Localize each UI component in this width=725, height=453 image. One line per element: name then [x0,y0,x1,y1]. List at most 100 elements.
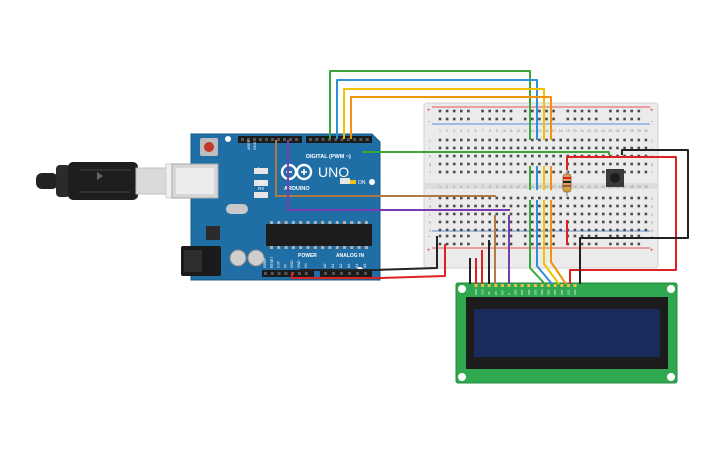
breadboard-column-label: 8 [489,129,491,133]
rail-hole [623,117,626,121]
header-pin [359,138,363,141]
breadboard-hole [452,220,456,224]
rail-hole [552,234,555,238]
breadboard-hole [538,212,541,216]
breadboard-hole [573,204,577,208]
breadboard-hole [630,138,633,142]
chip-leg [313,246,317,249]
breadboard-row-label: b [651,220,654,225]
lcd-pin-label: RS [494,291,498,295]
breadboard-hole [623,162,626,166]
breadboard-column-label: 20 [573,185,577,189]
breadboard-hole [445,212,449,216]
breadboard-hole [616,196,619,200]
breadboard-column-label: 12 [516,129,520,133]
breadboard-hole [495,170,499,174]
breadboard-hole [460,220,463,224]
breadboard-row-label: e [429,196,432,201]
board-model-text: UNO [318,164,349,180]
breadboard-hole [523,196,527,200]
breadboard-hole [587,212,591,216]
breadboard-hole [438,228,442,232]
pushbutton [606,169,624,187]
breadboard-hole [545,170,548,174]
rail-hole [445,117,449,121]
rail-hole [538,109,541,113]
lcd-pin [533,284,537,287]
rail-hole [467,117,470,121]
header-pin [332,272,335,275]
breadboard-hole [531,138,534,142]
breadboard-hole [509,154,513,158]
lcd-pin-label: GND [474,289,478,295]
power-pin-label: 3.3V [277,260,281,268]
breadboard-hole [495,212,499,216]
breadboard-column-label: 26 [616,129,620,133]
breadboard-hole [552,204,555,208]
lcd-pin-label: DB5 [547,289,551,295]
breadboard-row-label: j [429,138,431,143]
lcd-pin-label: LED [573,290,577,295]
breadboard-hole [538,196,541,200]
resistor [562,170,572,196]
header-pin [271,138,274,141]
breadboard-hole [474,212,477,216]
breadboard-hole [573,196,577,200]
rail-hole [467,234,470,238]
rail-hole [438,117,442,121]
header-pin [265,138,268,141]
breadboard-hole [445,154,449,158]
wire-blue-lcd [536,200,553,285]
breadboard-hole [644,146,648,150]
chip-leg [291,246,295,249]
lcd-pin-label: DB0 [514,289,518,295]
breadboard-hole [467,220,470,224]
breadboard-hole [594,196,598,200]
breadboard-hole [523,212,527,216]
breadboard-hole [538,162,541,166]
lcd-pin [566,284,570,287]
breadboard-hole [460,196,463,200]
power-header [262,270,314,277]
breadboard-hole [602,196,605,200]
breadboard-hole [495,162,499,166]
rail-hole [552,242,555,246]
rail-hole [481,117,484,121]
breadboard-hole [545,162,548,166]
breadboard-hole [644,162,648,166]
rail-hole [495,117,499,121]
breadboard-hole [609,212,612,216]
digital-header-right [306,136,372,143]
breadboard-hole [488,212,491,216]
breadboard-hole [580,228,584,232]
breadboard-hole [587,146,591,150]
breadboard-column-label: 19 [566,129,570,133]
breadboard-hole [516,154,520,158]
breadboard-hole [438,204,442,208]
breadboard-hole [566,204,570,208]
rail-hole [587,117,591,121]
rail-hole [488,234,491,238]
breadboard-hole [609,220,612,224]
breadboard-hole [594,212,598,216]
breadboard-hole [623,228,626,232]
breadboard-hole [602,204,605,208]
breadboard-column-label: 14 [530,185,534,189]
breadboard-hole [637,204,641,208]
breadboard-hole [531,228,534,232]
breadboard-hole [445,196,449,200]
header-pin [321,138,325,141]
breadboard-hole [566,146,570,150]
rail-hole [523,109,527,113]
breadboard-column-label: 29 [637,129,641,133]
breadboard-column-label: 25 [608,129,612,133]
rail-hole [523,117,527,121]
chip-leg [357,221,361,224]
power-pin-label: IOREF [263,258,267,268]
breadboard-hole [460,170,463,174]
rail-hole [609,117,612,121]
chip-leg [321,246,325,249]
breadboard-hole [559,170,562,174]
wire-black-right [579,149,689,284]
